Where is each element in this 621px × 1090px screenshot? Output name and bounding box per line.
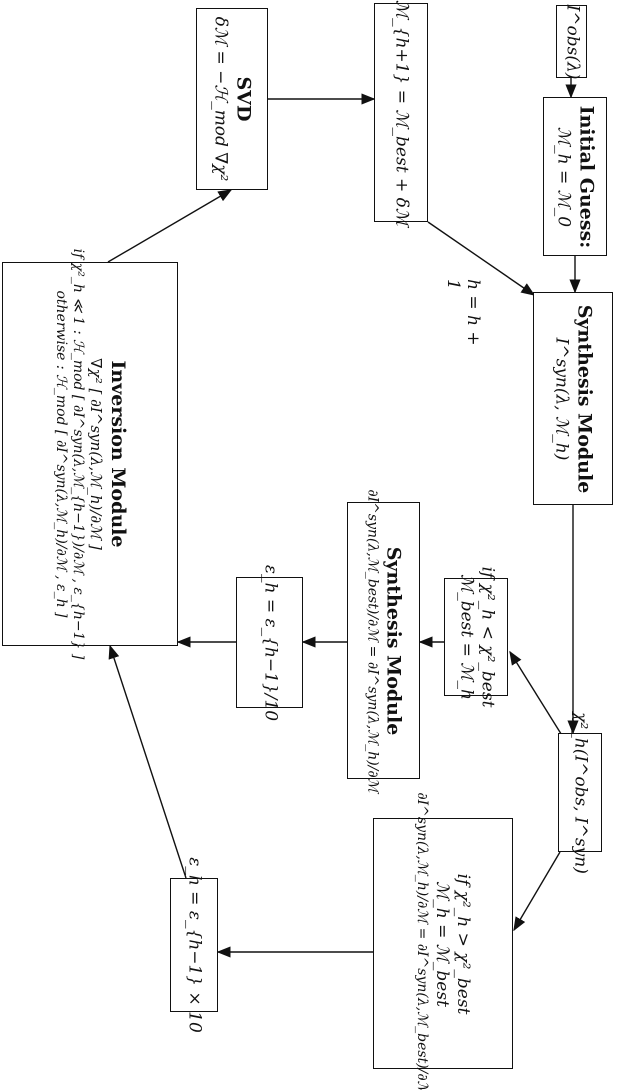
if-chi-greater-condition: if χ²_h > χ²_best xyxy=(453,873,473,1014)
inversion-condition-small-chi: if χ²_h ≪ 1 : ℋ_mod [ ∂I^syn(λ,ℳ_{h−1})/… xyxy=(70,248,87,660)
if-chi-greater-derivative: ∂I^syn(λ,ℳ_h)/∂ℳ = ∂I^syn(λ,ℳ_best)/∂ℳ xyxy=(414,791,431,1090)
inversion-module-title: Inversion Module xyxy=(106,360,129,548)
initial-guess-equation: ℳ_h = ℳ_0 xyxy=(553,126,574,227)
synthesis-module-equation: I^syn(λ, ℳ_h) xyxy=(551,337,572,460)
synthesis-derivative-title: Synthesis Module xyxy=(382,546,405,735)
inversion-condition-otherwise: otherwise : ℋ_mod [ ∂I^syn(λ,ℳ_h)/∂ℳ , ε… xyxy=(52,290,69,618)
chi-square-label: χ²_h(I^obs, I^syn) xyxy=(570,711,591,874)
if-chi-less-assignment: ℳ_best = ℳ_h xyxy=(456,574,476,700)
svd-title: SVD xyxy=(232,76,255,122)
arrow-update-to-synthesis xyxy=(427,221,536,296)
if-chi-greater-assignment: ℳ_h = ℳ_best xyxy=(431,880,452,1007)
arrow-inversion-to-svd xyxy=(107,189,233,263)
iteration-label: h = h + 1 xyxy=(430,272,500,346)
synthesis-module-title: Synthesis Module xyxy=(573,304,596,493)
observed-spectrum-label: I^obs(λ) xyxy=(562,4,583,79)
arrow-chi-to-if-less xyxy=(509,650,564,738)
if-chi-less-condition: if χ²_h < χ²_best xyxy=(477,566,498,708)
observed-spectrum-box: I^obs(λ) xyxy=(556,4,587,79)
synthesis-module-box: Synthesis Module I^syn(λ, ℳ_h) xyxy=(533,292,613,505)
iteration-label-text: h = h + 1 xyxy=(443,279,483,346)
svd-equation: δℳ = −ℋ_mod ∇χ² xyxy=(210,16,231,182)
if-chi-greater-box: if χ²_h > χ²_best ℳ_h = ℳ_best ∂I^syn(λ,… xyxy=(373,792,513,1090)
synthesis-derivative-box: Synthesis Module ∂I^syn(λ,ℳ_best)/∂ℳ = ∂… xyxy=(347,489,420,792)
model-update-box: ℳ_{h+1} = ℳ_best + δℳ xyxy=(374,0,428,226)
inversion-gradient: ∇χ² [ ∂I^syn(λ,ℳ_h)/∂ℳ ] xyxy=(87,358,105,550)
arrow-chi-to-if-greater xyxy=(513,851,561,932)
epsilon-multiply-label: ε_h = ε_{h−1} × 10 xyxy=(184,857,205,1033)
synthesis-derivative-equation: ∂I^syn(λ,ℳ_best)/∂ℳ = ∂I^syn(λ,ℳ_h)/∂ℳ xyxy=(364,488,381,793)
epsilon-divide-label: ε_h = ε_{h−1}/10 xyxy=(260,564,281,721)
initial-guess-box: Initial Guess: ℳ_h = ℳ_0 xyxy=(543,97,607,256)
initial-guess-title: Initial Guess: xyxy=(575,105,598,248)
epsilon-divide-box: ε_h = ε_{h−1}/10 xyxy=(236,564,303,721)
svd-box: SVD δℳ = −ℋ_mod ∇χ² xyxy=(196,8,268,190)
chi-square-box: χ²_h(I^obs, I^syn) xyxy=(558,712,602,873)
model-update-equation: ℳ_{h+1} = ℳ_best + δℳ xyxy=(391,0,412,226)
inversion-module-box: Inversion Module ∇χ² [ ∂I^syn(λ,ℳ_h)/∂ℳ … xyxy=(2,249,178,659)
if-chi-less-box: if χ²_h < χ²_best ℳ_best = ℳ_h xyxy=(444,567,508,707)
arrow-eps-mul-to-inversion xyxy=(108,644,187,879)
epsilon-multiply-box: ε_h = ε_{h−1} × 10 xyxy=(170,857,218,1033)
